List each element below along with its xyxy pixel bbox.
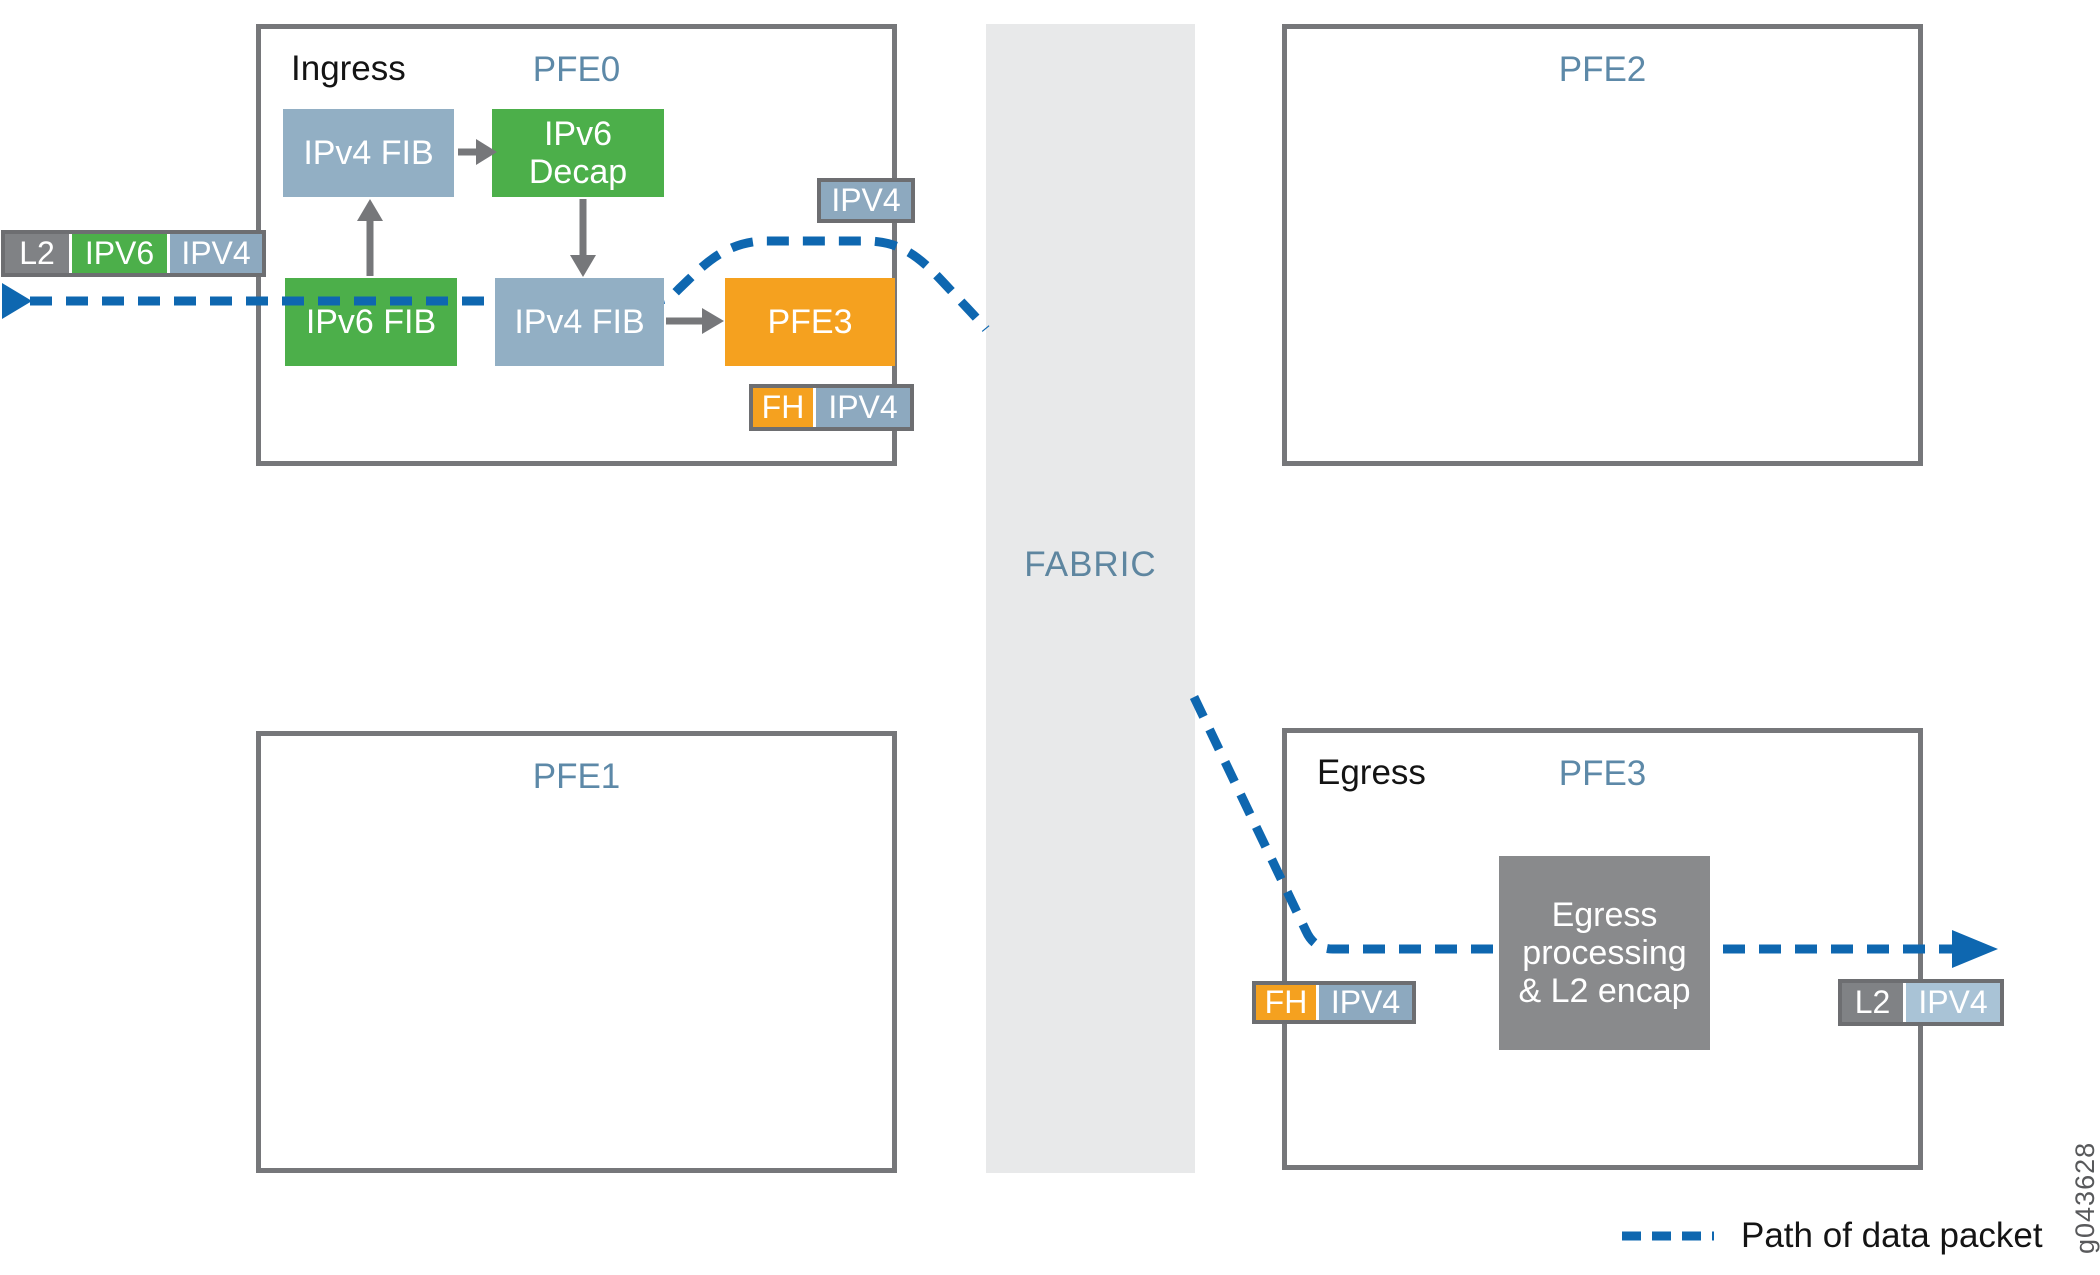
node-ipv4-fib-bottom-label: IPv4 FIB xyxy=(514,303,645,341)
packet-seg-fh: FH xyxy=(1256,984,1316,1020)
packet-seg-ipv4: IPV4 xyxy=(1319,984,1412,1020)
packet-label-from-fabric: FH IPV4 xyxy=(1252,981,1416,1024)
packet-label-egress-out: L2 IPV4 xyxy=(1838,979,2004,1026)
packet-seg-fh: FH xyxy=(753,388,813,427)
node-egress-processing-line2: processing xyxy=(1522,934,1687,972)
node-pfe3-target: PFE3 xyxy=(725,278,895,366)
packet-label-ingress-in: L2 IPV6 IPV4 xyxy=(1,230,266,277)
pfe2-title: PFE2 xyxy=(1558,50,1647,89)
egress-pfe3-title: PFE3 xyxy=(1558,754,1647,793)
node-ipv6-fib: IPv6 FIB xyxy=(285,278,457,366)
node-pfe3-target-label: PFE3 xyxy=(767,303,853,341)
packet-label-to-fabric: FH IPV4 xyxy=(749,384,914,431)
figure-id: g043628 xyxy=(2070,1141,2100,1254)
node-ipv4-fib-top-label: IPv4 FIB xyxy=(303,134,434,172)
node-ipv4-fib-bottom: IPv4 FIB xyxy=(495,278,664,366)
packet-label-post-decap: IPV4 xyxy=(817,178,915,223)
data-path-start-arrowhead xyxy=(2,283,32,319)
pfe1-title: PFE1 xyxy=(532,757,621,796)
pfe0-title: PFE0 xyxy=(532,50,621,89)
packet-seg-ipv6: IPV6 xyxy=(72,234,167,273)
data-path-end-arrowhead xyxy=(1952,930,1998,968)
node-ipv6-decap-line2: Decap xyxy=(528,153,628,191)
fabric-band: FABRIC xyxy=(986,24,1195,1173)
packet-seg-l2: L2 xyxy=(5,234,69,273)
packet-seg-ipv4: IPV4 xyxy=(1906,983,2000,1022)
node-ipv6-decap: IPv6 Decap xyxy=(492,109,664,197)
ingress-zone-title: Ingress xyxy=(291,49,406,88)
pfe1-box: PFE1 xyxy=(256,731,897,1173)
legend-path-label: Path of data packet xyxy=(1741,1216,2043,1255)
packet-seg-ipv4: IPV4 xyxy=(816,388,910,427)
pfe2-box: PFE2 xyxy=(1282,24,1923,466)
node-ipv4-fib-top: IPv4 FIB xyxy=(283,109,454,197)
packet-seg-ipv4: IPV4 xyxy=(821,182,911,219)
packet-seg-ipv4: IPV4 xyxy=(170,234,262,273)
fabric-label: FABRIC xyxy=(1024,545,1157,584)
node-ipv6-fib-label: IPv6 FIB xyxy=(305,303,437,341)
packet-seg-l2: L2 xyxy=(1842,983,1903,1022)
node-egress-processing: Egress processing & L2 encap xyxy=(1499,856,1710,1050)
node-ipv6-decap-line1: IPv6 xyxy=(543,115,613,153)
node-egress-processing-line1: Egress xyxy=(1551,896,1658,934)
node-egress-processing-line3: & L2 encap xyxy=(1518,972,1691,1010)
